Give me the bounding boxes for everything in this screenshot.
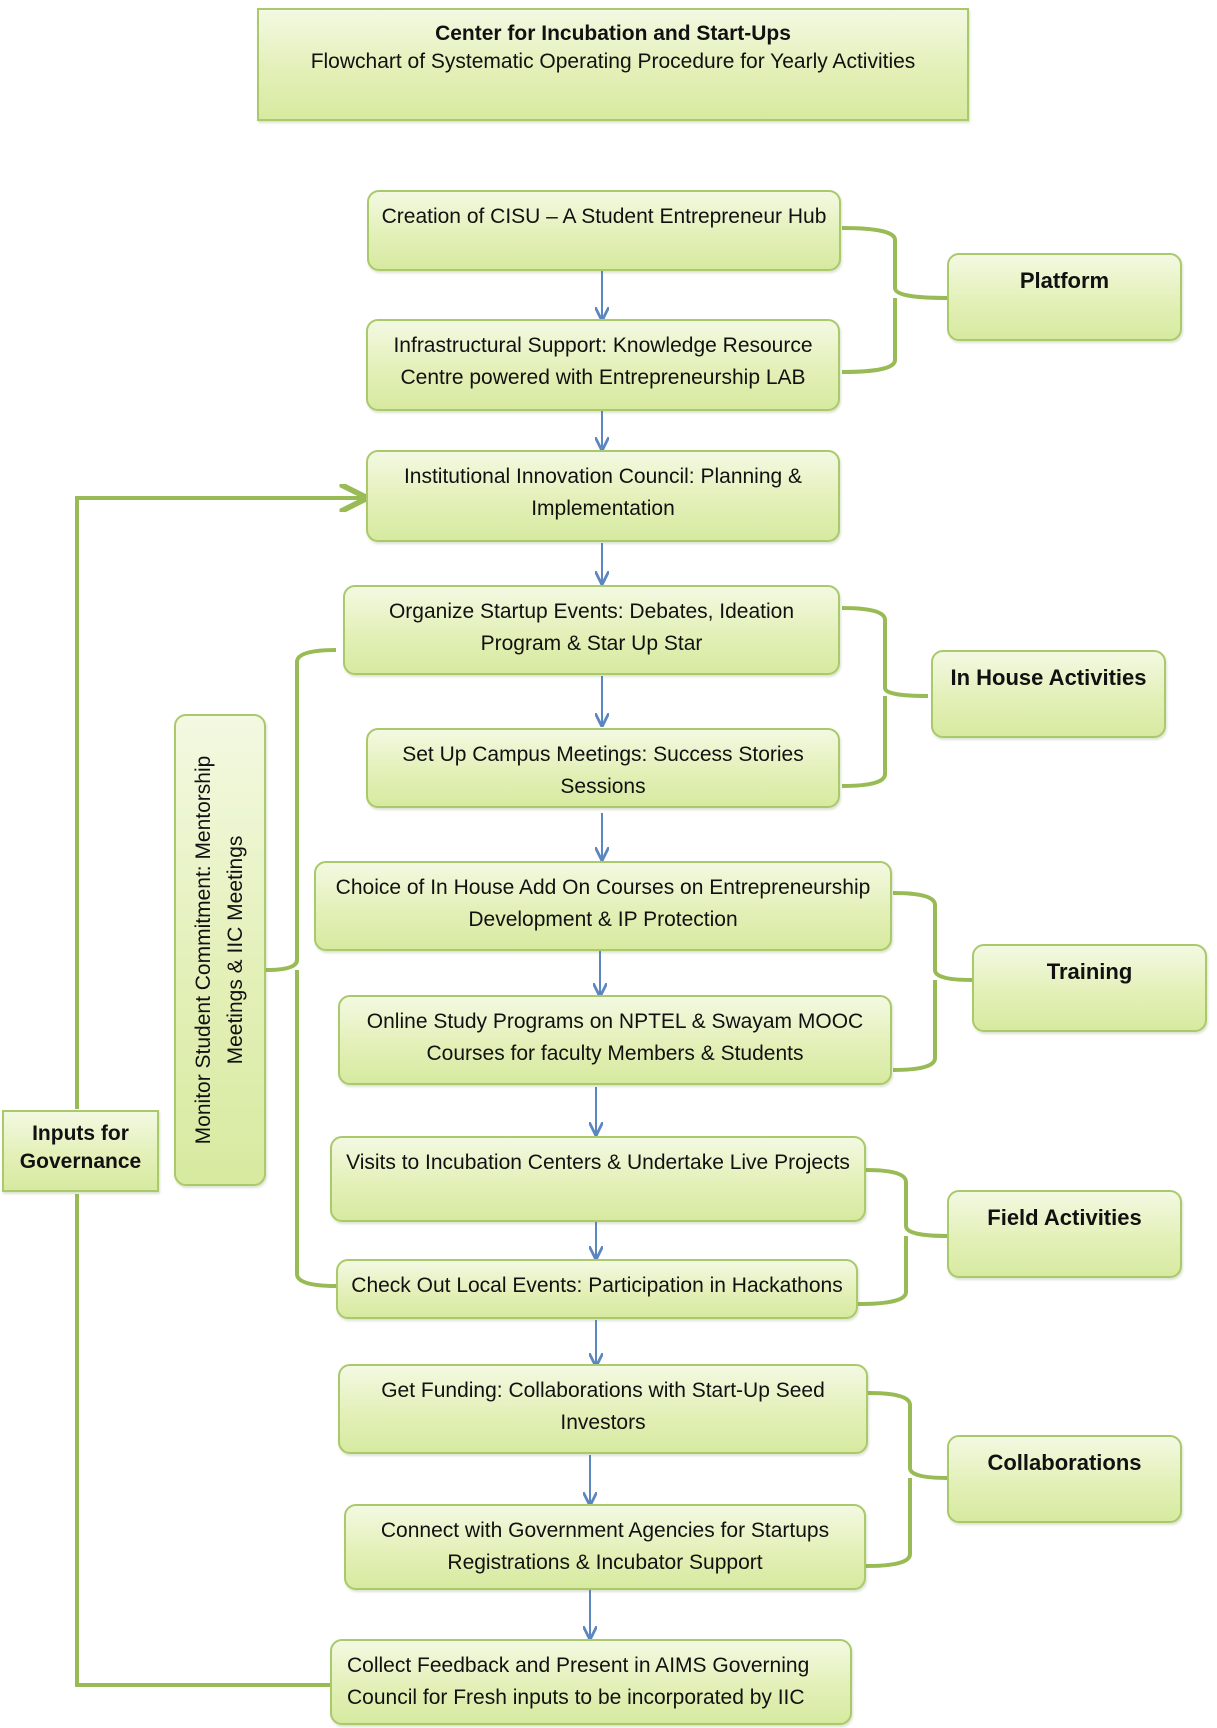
step-text: Connect with Government Agencies for Sta… xyxy=(380,1519,830,1542)
step-text: Visits to Incubation Centers & Undertake… xyxy=(346,1151,850,1174)
step-text: Institutional Innovation Council: Planni… xyxy=(403,465,803,488)
group-label-collaborations: Collaborations xyxy=(947,1435,1182,1523)
step-text: Online Study Programs on NPTEL & Swayam … xyxy=(366,1010,864,1033)
step-box-funding: Get Funding: Collaborations with Start-U… xyxy=(338,1364,868,1454)
step-text: Courses for faculty Members & Students xyxy=(426,1042,804,1065)
step-box-creation-cisu: Creation of CISU – A Student Entrepreneu… xyxy=(367,190,841,271)
step-text: Creation of CISU – A Student Entrepreneu… xyxy=(381,205,827,228)
step-box-startup-events: Organize Startup Events: Debates, Ideati… xyxy=(343,585,840,675)
step-text: Program & Star Up Star xyxy=(480,632,703,655)
monitor-brace xyxy=(265,648,337,1288)
platform-brace xyxy=(841,226,948,374)
step-text: Sessions xyxy=(560,775,646,798)
step-text: Registrations & Incubator Support xyxy=(447,1551,763,1574)
group-label-in-house-activities: In House Activities xyxy=(931,650,1166,738)
step-text: Choice of In House Add On Courses on Ent… xyxy=(335,876,871,899)
step-box-iic: Institutional Innovation Council: Planni… xyxy=(366,450,840,542)
step-box-collect-feedback: Collect Feedback and Present in AIMS Gov… xyxy=(330,1639,852,1725)
header-box: Center for Incubation and Start-Ups Flow… xyxy=(257,8,969,121)
step-box-infrastructure: Infrastructural Support: Knowledge Resou… xyxy=(366,319,840,411)
step-text: Investors xyxy=(560,1411,646,1434)
step-text: Set Up Campus Meetings: Success Stories xyxy=(402,743,804,766)
collab-brace xyxy=(865,1391,949,1568)
training-brace xyxy=(892,891,973,1072)
step-text: Infrastructural Support: Knowledge Resou… xyxy=(393,334,813,357)
header-title: Center for Incubation and Start-Ups xyxy=(435,22,791,45)
in-house-brace xyxy=(841,606,929,788)
step-text: Organize Startup Events: Debates, Ideati… xyxy=(388,600,795,623)
field-brace xyxy=(857,1168,949,1306)
monitor-text: Monitor Student Commitment: Mentorship M… xyxy=(192,755,247,1145)
step-box-online-study: Online Study Programs on NPTEL & Swayam … xyxy=(338,995,892,1085)
group-label-platform: Platform xyxy=(947,253,1182,341)
monitor-box: Monitor Student Commitment: Mentorship M… xyxy=(174,714,266,1186)
step-box-add-on-courses: Choice of In House Add On Courses on Ent… xyxy=(314,861,892,951)
step-text: Get Funding: Collaborations with Start-U… xyxy=(381,1379,825,1402)
governance-box: Inputs for Governance xyxy=(2,1110,159,1192)
step-text: Implementation xyxy=(531,497,675,520)
group-label-training: Training xyxy=(972,944,1207,1032)
step-box-incubation-visits: Visits to Incubation Centers & Undertake… xyxy=(330,1136,866,1222)
step-box-hackathons: Check Out Local Events: Participation in… xyxy=(336,1259,858,1319)
step-box-campus-meetings: Set Up Campus Meetings: Success Stories … xyxy=(366,728,840,808)
group-label-field-activities: Field Activities xyxy=(947,1190,1182,1278)
step-text: Development & IP Protection xyxy=(468,908,738,931)
governance-loop xyxy=(75,498,362,1687)
header-subtitle: Flowchart of Systematic Operating Proced… xyxy=(310,50,916,73)
step-text: Collect Feedback and Present in AIMS Gov… xyxy=(347,1654,810,1677)
step-text: Council for Fresh inputs to be incorpora… xyxy=(347,1686,805,1709)
step-text: Check Out Local Events: Participation in… xyxy=(351,1274,843,1297)
step-text: Centre powered with Entrepreneurship LAB xyxy=(400,366,806,389)
step-box-government-agencies: Connect with Government Agencies for Sta… xyxy=(344,1504,866,1590)
